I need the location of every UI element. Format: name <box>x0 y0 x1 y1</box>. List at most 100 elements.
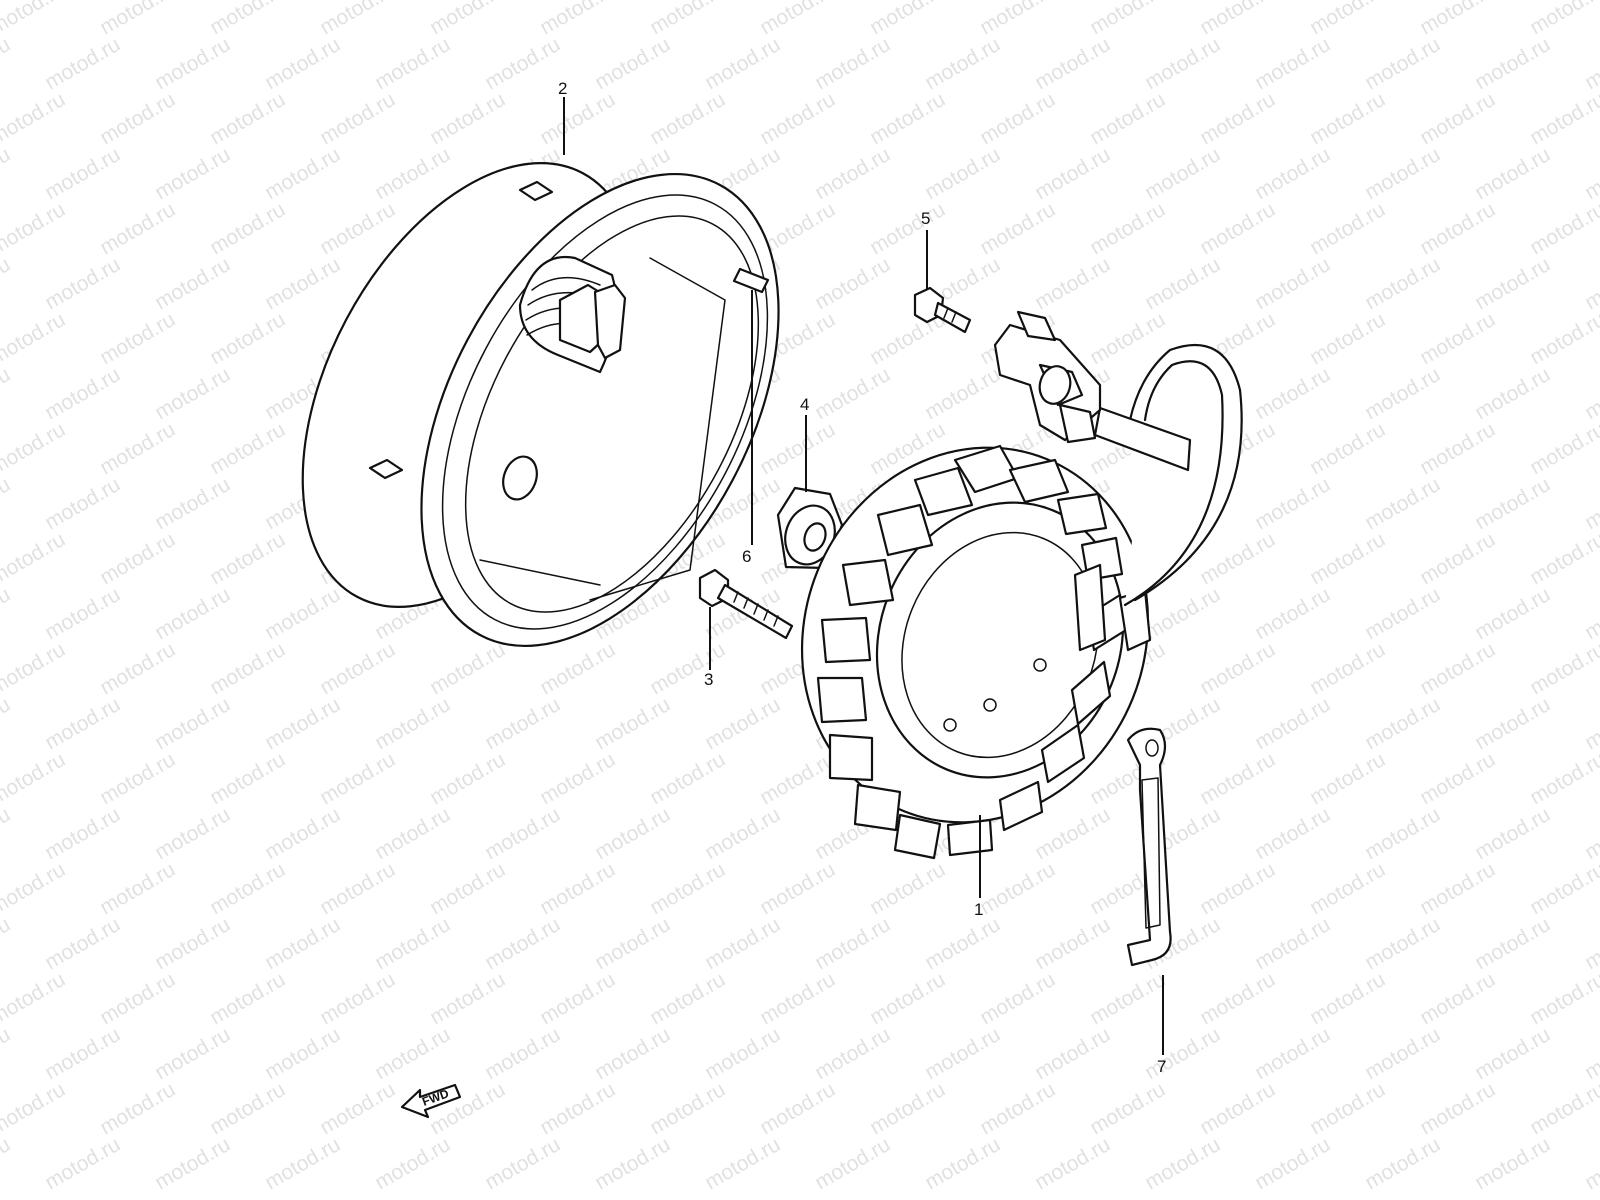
watermark-text: motod.ru <box>481 803 564 864</box>
watermark-text: motod.ru <box>646 968 729 1029</box>
watermark-text: motod.ru <box>701 913 784 974</box>
watermark-text: motod.ru <box>1306 638 1389 699</box>
stator-screw[interactable] <box>698 568 794 640</box>
watermark-text: motod.ru <box>1416 88 1499 149</box>
watermark-text: motod.ru <box>96 88 179 149</box>
watermark-text: motod.ru <box>41 693 124 754</box>
watermark-text: motod.ru <box>426 88 509 149</box>
watermark-text: motod.ru <box>371 693 454 754</box>
watermark-text: motod.ru <box>1416 748 1499 809</box>
watermark-text: motod.ru <box>1031 1133 1114 1194</box>
watermark-text: motod.ru <box>206 528 289 589</box>
watermark-text: motod.ru <box>1416 418 1499 479</box>
watermark-text: motod.ru <box>1526 638 1600 699</box>
watermark-text: motod.ru <box>41 473 124 534</box>
watermark-text: motod.ru <box>371 1023 454 1084</box>
watermark-text: motod.ru <box>1196 88 1279 149</box>
watermark-text: motod.ru <box>371 143 454 204</box>
watermark-text: motod.ru <box>1306 88 1389 149</box>
pickup-coil[interactable] <box>993 310 1102 444</box>
watermark-text: motod.ru <box>0 198 69 259</box>
watermark-text: motod.ru <box>756 858 839 919</box>
watermark-text: motod.ru <box>756 418 839 479</box>
watermark-text: motod.ru <box>1251 1133 1334 1194</box>
watermark-text: motod.ru <box>1306 528 1389 589</box>
watermark-text: motod.ru <box>261 1133 344 1194</box>
watermark-text: motod.ru <box>1196 748 1279 809</box>
watermark-text: motod.ru <box>0 913 14 974</box>
watermark-text: motod.ru <box>261 253 344 314</box>
flywheel-rotor[interactable] <box>234 107 852 705</box>
watermark-text: motod.ru <box>96 638 179 699</box>
watermark-text: motod.ru <box>1196 968 1279 1029</box>
watermark-text: motod.ru <box>1361 803 1444 864</box>
watermark-text: motod.ru <box>1086 1078 1169 1139</box>
watermark-text: motod.ru <box>591 1023 674 1084</box>
watermark-text: motod.ru <box>646 88 729 149</box>
watermark-text: motod.ru <box>0 0 69 39</box>
watermark-text: motod.ru <box>1251 1023 1334 1084</box>
watermark-text: motod.ru <box>1361 33 1444 94</box>
watermark-text: motod.ru <box>1196 528 1279 589</box>
watermark-text: motod.ru <box>1251 363 1334 424</box>
watermark-text: motod.ru <box>811 143 894 204</box>
watermark-text: motod.ru <box>1306 858 1389 919</box>
watermark-text: motod.ru <box>206 968 289 1029</box>
watermark-text: motod.ru <box>976 88 1059 149</box>
watermark-text: motod.ru <box>261 33 344 94</box>
watermark-text: motod.ru <box>1086 88 1169 149</box>
watermark-text: motod.ru <box>646 858 729 919</box>
watermark-text: motod.ru <box>1141 1133 1224 1194</box>
watermark-text: motod.ru <box>0 1133 14 1194</box>
watermark-text: motod.ru <box>1306 1078 1389 1139</box>
watermark-text: motod.ru <box>206 0 289 39</box>
watermark-text: motod.ru <box>811 1023 894 1084</box>
watermark-text: motod.ru <box>371 913 454 974</box>
watermark-text: motod.ru <box>1141 143 1224 204</box>
leader-lines <box>563 97 1164 1055</box>
stator-assembly[interactable] <box>746 395 1204 875</box>
watermark-text: motod.ru <box>96 1078 179 1139</box>
watermark-text: motod.ru <box>151 1133 234 1194</box>
rotor-nut[interactable] <box>776 486 844 571</box>
watermark-text: motod.ru <box>701 1023 784 1084</box>
watermark-text: motod.ru <box>426 1078 509 1139</box>
watermark-text: motod.ru <box>1196 858 1279 919</box>
watermark-text: motod.ru <box>0 418 69 479</box>
pickup-screw[interactable] <box>913 286 972 334</box>
watermark-text: motod.ru <box>316 1078 399 1139</box>
watermark-text: motod.ru <box>1471 583 1554 644</box>
watermark-text: motod.ru <box>811 253 894 314</box>
watermark-text: motod.ru <box>701 33 784 94</box>
wire-harness <box>1093 343 1243 607</box>
watermark-text: motod.ru <box>371 803 454 864</box>
watermark-text: motod.ru <box>96 308 179 369</box>
watermark-text: motod.ru <box>1306 418 1389 479</box>
watermark-text: motod.ru <box>1086 0 1169 39</box>
watermark-text: motod.ru <box>1526 418 1600 479</box>
watermark-text: motod.ru <box>481 913 564 974</box>
watermark-text: motod.ru <box>646 0 729 39</box>
watermark-text: motod.ru <box>0 473 14 534</box>
watermark-text: motod.ru <box>96 748 179 809</box>
key[interactable] <box>732 267 770 294</box>
watermark-text: motod.ru <box>646 748 729 809</box>
callout-1: 1 <box>974 900 983 919</box>
watermark-text: motod.ru <box>921 33 1004 94</box>
watermark-text: motod.ru <box>921 363 1004 424</box>
clamp[interactable] <box>1126 727 1172 967</box>
watermark-text: motod.ru <box>536 1078 619 1139</box>
watermark-text: motod.ru <box>591 913 674 974</box>
watermark-text: motod.ru <box>1581 363 1600 424</box>
watermark-text: motod.ru <box>1306 308 1389 369</box>
watermark-text: motod.ru <box>0 748 69 809</box>
watermark-text: motod.ru <box>206 198 289 259</box>
watermark-text: motod.ru <box>206 418 289 479</box>
watermark-text: motod.ru <box>756 748 839 809</box>
watermark-text: motod.ru <box>1251 913 1334 974</box>
watermark-text: motod.ru <box>1416 198 1499 259</box>
watermark-text: motod.ru <box>591 693 674 754</box>
watermark-text: motod.ru <box>536 968 619 1029</box>
watermark-text: motod.ru <box>41 913 124 974</box>
